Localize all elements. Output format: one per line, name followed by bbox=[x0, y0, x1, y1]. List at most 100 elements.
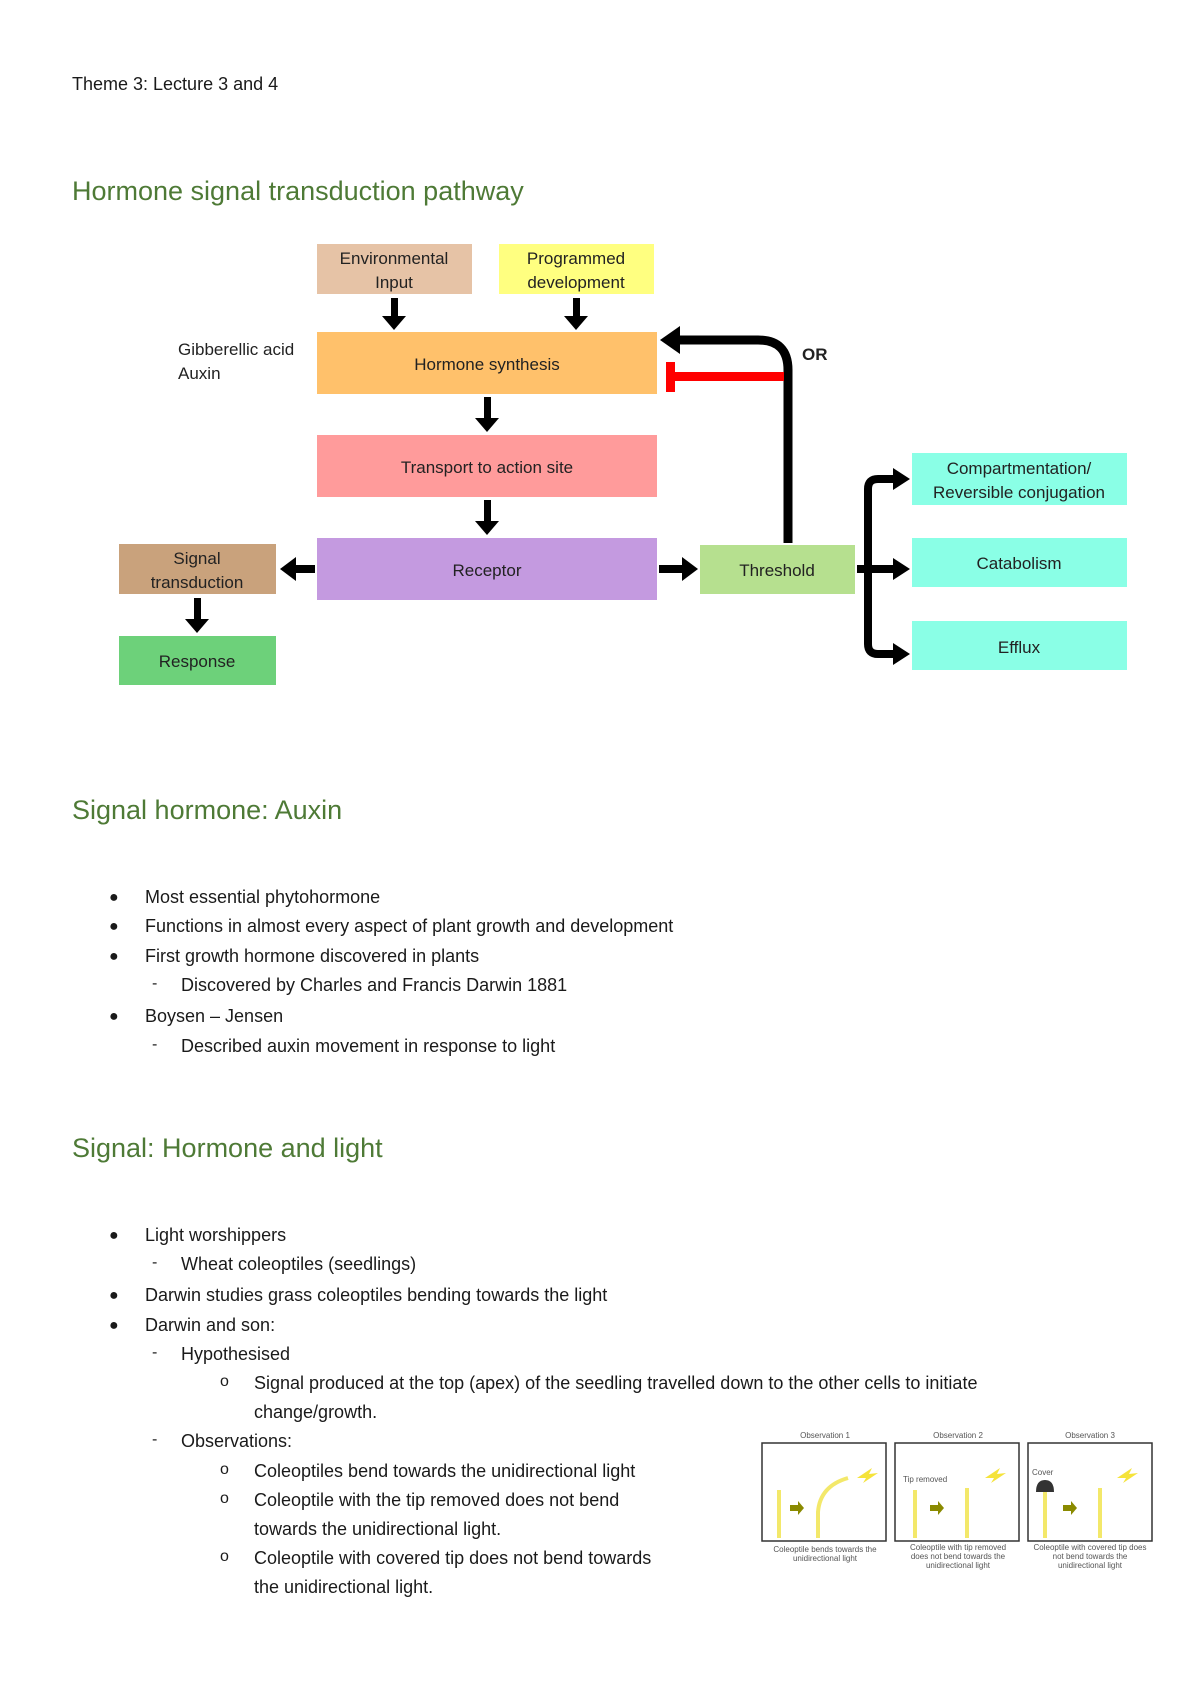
list-subitem: Wheat coleoptiles (seedlings) bbox=[181, 1254, 417, 1274]
obs2-label-tip-removed: Tip removed bbox=[903, 1475, 947, 1484]
side-label-auxin: Auxin bbox=[178, 364, 221, 383]
response-label: Response bbox=[159, 652, 236, 671]
obs2-lightning-icon bbox=[985, 1468, 1006, 1483]
obs1-bent-coleoptile bbox=[816, 1476, 849, 1538]
arrow-transport-to-receptor bbox=[475, 500, 499, 535]
signal-line2: transduction bbox=[151, 573, 244, 592]
fork-arrowhead-mid bbox=[893, 558, 910, 580]
box-efflux bbox=[912, 621, 1127, 670]
catabolism-label: Catabolism bbox=[976, 554, 1061, 573]
obs3-caption-2: not bend towards the bbox=[1053, 1552, 1128, 1561]
obs2-title: Observation 2 bbox=[933, 1431, 983, 1440]
bullet: ● bbox=[109, 1317, 119, 1334]
receptor-label: Receptor bbox=[453, 561, 522, 580]
bullet: ● bbox=[109, 889, 119, 906]
fork-arrowhead-bottom bbox=[893, 643, 910, 665]
obs3-title: Observation 3 bbox=[1065, 1431, 1115, 1440]
obs2-caption-3: unidirectional light bbox=[926, 1561, 991, 1570]
env-input-line1: Environmental bbox=[340, 249, 449, 268]
list-item: Darwin and son: bbox=[145, 1315, 276, 1335]
arrow-env-to-synthesis bbox=[382, 298, 406, 330]
list-subsubitem-continued: change/growth. bbox=[254, 1402, 378, 1422]
obs2-coleoptile-right bbox=[965, 1488, 969, 1538]
list-item: Most essential phytohormone bbox=[145, 887, 381, 907]
compartmentation-line2: Reversible conjugation bbox=[933, 483, 1105, 502]
obs3-coleoptile-right bbox=[1098, 1488, 1102, 1538]
box-programmed-development bbox=[499, 244, 654, 294]
obs3-caption-3: unidirectional light bbox=[1058, 1561, 1123, 1570]
or-label: OR bbox=[802, 345, 828, 364]
list-subsubitem: Coleoptile with covered tip does not ben… bbox=[254, 1548, 652, 1568]
env-input-line2: Input bbox=[375, 273, 413, 292]
list-subsubitem-continued: the unidirectional light. bbox=[254, 1577, 434, 1597]
obs1-light-arrow-icon bbox=[790, 1501, 804, 1515]
arrow-programmed-to-synthesis bbox=[564, 298, 588, 330]
arrow-receptor-to-signal bbox=[280, 557, 315, 581]
obs2-light-arrow-icon bbox=[930, 1501, 944, 1515]
box-hormone-synthesis bbox=[317, 332, 657, 394]
heading-light: Signal: Hormone and light bbox=[72, 1133, 383, 1163]
list-subitem: Hypothesised bbox=[181, 1344, 291, 1364]
obs3-cover-icon bbox=[1036, 1480, 1054, 1492]
circle-bullet: o bbox=[220, 1490, 229, 1507]
bullet: ● bbox=[109, 1227, 119, 1244]
obs1-caption-1: Coleoptile bends towards the bbox=[773, 1545, 877, 1554]
list-subsubitem-continued: towards the unidirectional light. bbox=[254, 1519, 502, 1539]
box-transport bbox=[317, 435, 657, 497]
obs1-lightning-icon bbox=[857, 1468, 878, 1483]
threshold-label: Threshold bbox=[739, 561, 815, 580]
hormone-pathway-diagram: Environmental Input Programmed developme… bbox=[119, 244, 1127, 685]
bullet: ● bbox=[109, 1008, 119, 1025]
list-subsubitem: Coleoptile with the tip removed does not… bbox=[254, 1490, 620, 1510]
list-item: Light worshippers bbox=[145, 1225, 287, 1245]
dash: - bbox=[152, 1036, 158, 1053]
list-subitem: Observations: bbox=[181, 1431, 293, 1451]
list-subsubitem: Coleoptiles bend towards the unidirectio… bbox=[254, 1461, 636, 1481]
side-label-gibberellic: Gibberellic acid bbox=[178, 340, 294, 359]
inhibition-cap bbox=[666, 362, 675, 392]
list-item: Functions in almost every aspect of plan… bbox=[145, 916, 674, 936]
box-receptor bbox=[317, 538, 657, 600]
dash: - bbox=[152, 1344, 158, 1361]
list-subitem: Described auxin movement in response to … bbox=[181, 1036, 556, 1056]
obs2-coleoptile-left bbox=[913, 1490, 917, 1538]
page-header: Theme 3: Lecture 3 and 4 bbox=[72, 74, 279, 94]
list-item: First growth hormone discovered in plant… bbox=[145, 946, 480, 966]
box-environmental-input bbox=[317, 244, 472, 294]
arrow-receptor-to-threshold bbox=[659, 557, 698, 581]
bullet: ● bbox=[109, 918, 119, 935]
box-catabolism bbox=[912, 538, 1127, 587]
dash: - bbox=[152, 1431, 158, 1448]
signal-line1: Signal bbox=[173, 549, 220, 568]
obs3-caption-1: Coleoptile with covered tip does bbox=[1034, 1543, 1147, 1552]
transport-label: Transport to action site bbox=[401, 458, 573, 477]
obs1-caption-2: unidirectional light bbox=[793, 1554, 858, 1563]
box-response bbox=[119, 636, 276, 685]
arrow-signal-to-response bbox=[185, 598, 209, 633]
obs1-coleoptile bbox=[777, 1490, 781, 1538]
obs3-light-arrow-icon bbox=[1063, 1501, 1077, 1515]
heading-pathway: Hormone signal transduction pathway bbox=[72, 176, 524, 206]
observations-figure: Observation 1 Coleoptile bends towards t… bbox=[761, 1431, 1153, 1570]
efflux-label: Efflux bbox=[998, 638, 1041, 657]
compartmentation-line1: Compartmentation/ bbox=[947, 459, 1092, 478]
obs1-title: Observation 1 bbox=[800, 1431, 850, 1440]
programmed-line2: development bbox=[527, 273, 625, 292]
circle-bullet: o bbox=[220, 1373, 229, 1390]
circle-bullet: o bbox=[220, 1548, 229, 1565]
bullet: ● bbox=[109, 1287, 119, 1304]
list-subsubitem: Signal produced at the top (apex) of the… bbox=[254, 1373, 978, 1393]
obs2-caption-1: Coleoptile with tip removed bbox=[910, 1543, 1006, 1552]
feedback-loop-line bbox=[678, 335, 793, 543]
feedback-arrowhead bbox=[660, 326, 680, 354]
obs3-label-cover: Cover bbox=[1032, 1468, 1054, 1477]
obs3-lightning-icon bbox=[1117, 1468, 1138, 1483]
fork-arrowhead-top bbox=[893, 468, 910, 490]
list-item: Darwin studies grass coleoptiles bending… bbox=[145, 1285, 608, 1305]
heading-auxin: Signal hormone: Auxin bbox=[72, 795, 343, 825]
obs2-caption-2: does not bend towards the bbox=[911, 1552, 1006, 1561]
list-subitem: Discovered by Charles and Francis Darwin… bbox=[181, 975, 568, 995]
bullet: ● bbox=[109, 948, 119, 965]
box-signal-transduction bbox=[119, 544, 276, 594]
